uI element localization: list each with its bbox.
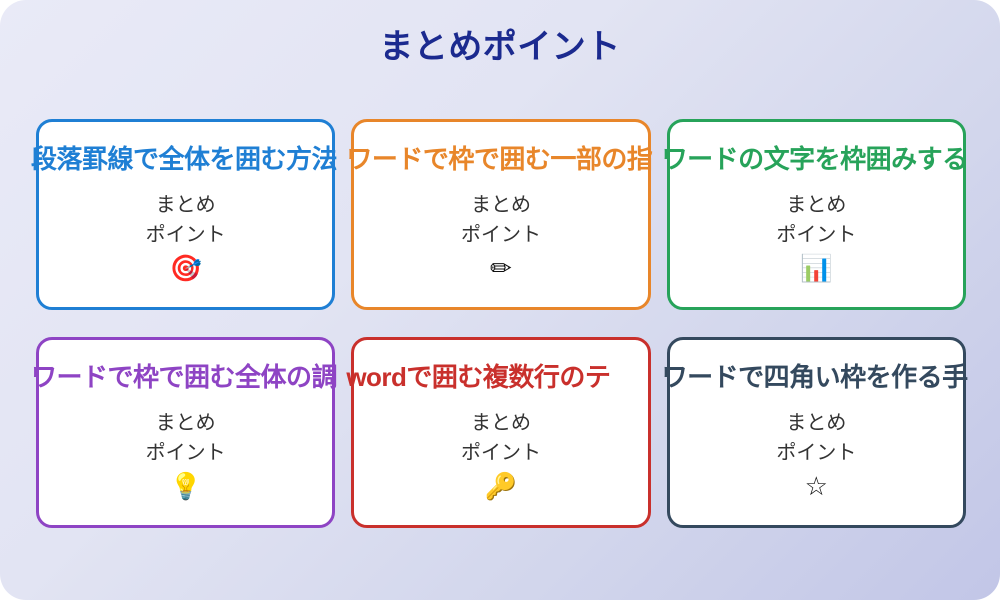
summary-card[interactable]: ワードで枠で囲む全体の調まとめポイント 💡 (31, 337, 338, 528)
card-body: まとめポイント (39, 408, 332, 468)
target-icon: 🎯 (169, 254, 202, 284)
card-body-line-1: まとめ (786, 194, 847, 216)
summary-card[interactable]: ワードの文字を枠囲みするまとめポイント 📊 (662, 119, 968, 310)
card-body-line-1: まとめ (155, 412, 216, 434)
card-body: まとめポイント (670, 190, 963, 250)
card-body-line-2: ポイント (776, 224, 857, 246)
lightbulb-icon: 💡 (169, 472, 202, 502)
card-body-line-2: ポイント (145, 224, 226, 246)
summary-card[interactable]: ワードで枠で囲む一部の指まとめポイント ✏ (346, 119, 653, 310)
bar-chart-icon: 📊 (800, 254, 833, 284)
card-title: ワードの文字を枠囲みする (661, 144, 969, 174)
card-body-line-1: まとめ (786, 412, 847, 434)
card-title: wordで囲む複数行のテ (346, 362, 611, 392)
key-icon: 🔑 (484, 472, 518, 502)
card-title: 段落罫線で全体を囲む方法 (31, 144, 338, 174)
card-body: まとめポイント (354, 190, 647, 250)
summary-card[interactable]: ワードで四角い枠を作る手まとめポイント ☆ (662, 337, 968, 528)
summary-card-grid: 段落罫線で全体を囲む方法まとめポイント🎯ワードで枠で囲む一部の指まとめポイント✏… (31, 119, 968, 529)
card-body: まとめポイント (354, 408, 647, 468)
card-body-line-2: ポイント (776, 442, 857, 464)
pencil-icon: ✏ (490, 254, 512, 284)
card-body-line-1: まとめ (470, 194, 531, 216)
card-body-line-2: ポイント (460, 224, 541, 246)
card-title: ワードで四角い枠を作る手 (661, 362, 969, 392)
card-body: まとめポイント (39, 190, 332, 250)
summary-card[interactable]: wordで囲む複数行のテまとめポイント 🔑 (346, 337, 651, 528)
card-body-line-2: ポイント (145, 442, 226, 464)
card-body: まとめポイント (670, 408, 963, 468)
page-title: まとめポイント (379, 28, 621, 66)
card-title: ワードで枠で囲む一部の指 (346, 144, 653, 174)
summary-card[interactable]: 段落罫線で全体を囲む方法まとめポイント 🎯 (31, 119, 338, 310)
star-icon: ☆ (804, 472, 828, 502)
card-title: ワードで枠で囲む全体の調 (31, 362, 338, 392)
card-body-line-1: まとめ (155, 194, 216, 216)
card-body-line-1: まとめ (470, 412, 531, 434)
card-body-line-2: ポイント (460, 442, 541, 464)
